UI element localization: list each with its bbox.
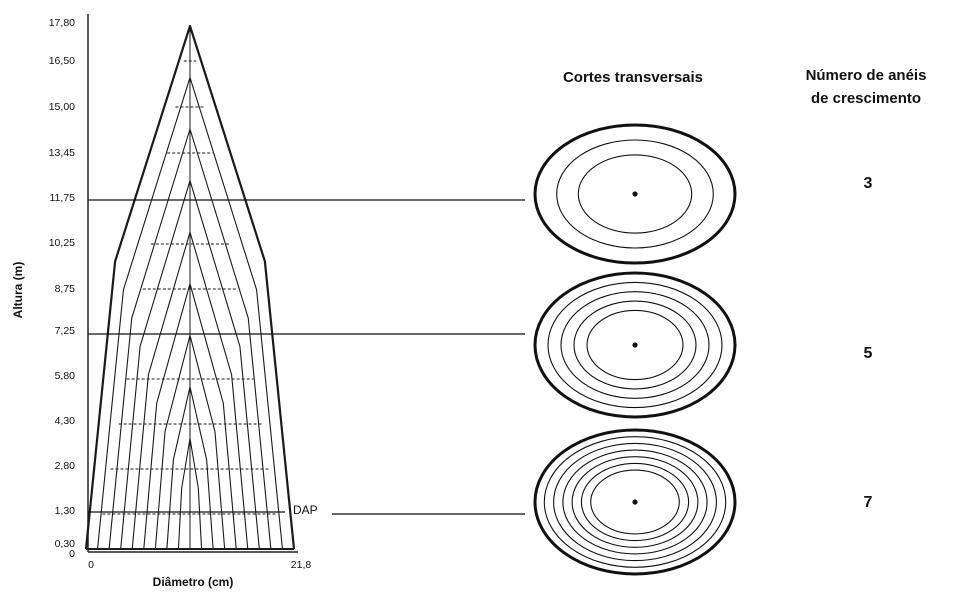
y-tick-labels: 0 0,30 1,30 2,80 4,30 5,80 7,25 8,75 10,… [49, 17, 75, 560]
x-tick-label-origin: 0 [88, 559, 94, 571]
pith-dot [632, 499, 637, 504]
ring-count-middle: 5 [864, 345, 873, 362]
y-tick-label: 17,80 [49, 17, 75, 29]
y-tick-label: 5,80 [55, 370, 76, 382]
cross-sections-title: Cortes transversais [563, 69, 703, 86]
rings-title-line2: de crescimento [811, 90, 921, 107]
y-axis-title: Altura (m) [11, 262, 25, 319]
y-tick-label: 0,30 [55, 538, 76, 550]
cross-sections [535, 125, 735, 574]
x-tick-label-max: 21,8 [291, 559, 312, 571]
y-tick-label: 8,75 [55, 283, 76, 295]
y-tick-label: 11,75 [50, 192, 76, 204]
y-tick-label: 7,25 [55, 325, 76, 337]
stem-profile [86, 26, 294, 549]
y-tick-label: 4,30 [55, 415, 76, 427]
ring-count-lower: 7 [864, 494, 873, 511]
ring-count-upper: 3 [864, 175, 873, 192]
x-axis-title: Diâmetro (cm) [153, 575, 234, 589]
y-tick-label: 2,80 [55, 460, 76, 472]
dap-label: DAP [293, 503, 318, 517]
y-tick-label: 1,30 [55, 505, 76, 517]
y-tick-label: 15,00 [49, 101, 75, 113]
rings-title-line1: Número de anéis [806, 67, 927, 84]
pith-dot [632, 342, 637, 347]
y-tick-label: 16,50 [49, 55, 75, 67]
pith-dot [632, 191, 637, 196]
y-tick-label: 10,25 [49, 237, 75, 249]
y-tick-label: 13,45 [49, 147, 75, 159]
